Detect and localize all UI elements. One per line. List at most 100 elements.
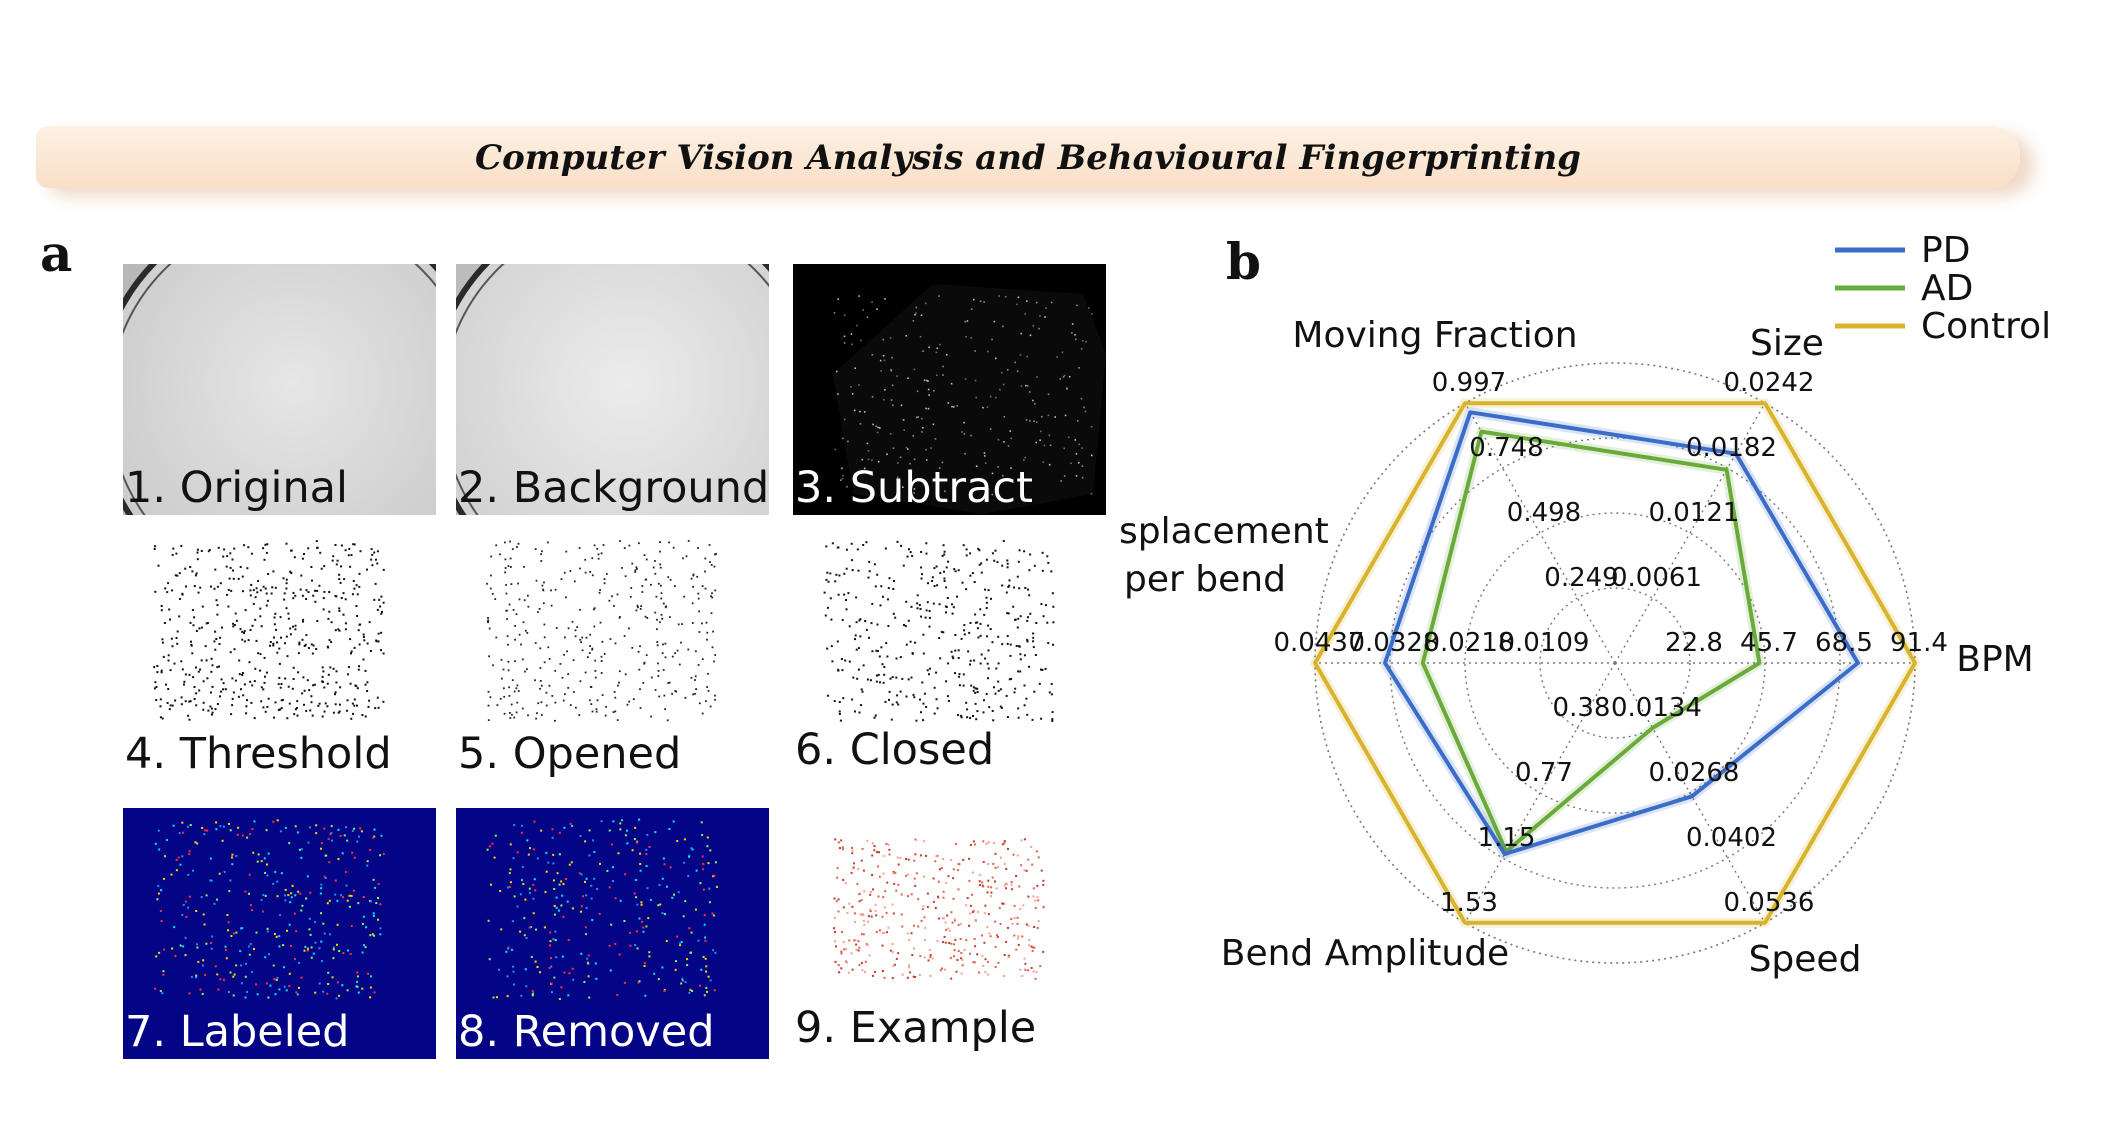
speck: [876, 308, 878, 310]
speck: [1051, 592, 1054, 595]
speck: [491, 593, 494, 595]
speck: [851, 698, 854, 701]
speck: [204, 974, 207, 977]
speck: [888, 853, 891, 856]
speck: [825, 578, 828, 581]
speck: [1056, 356, 1058, 358]
speck: [532, 883, 535, 886]
removed-image: [486, 818, 718, 1000]
speck: [255, 931, 258, 934]
speck: [940, 630, 943, 633]
speck: [660, 584, 662, 587]
speck: [330, 832, 333, 834]
speck: [858, 892, 861, 895]
speck: [850, 386, 852, 388]
speck: [489, 696, 492, 699]
speck: [579, 638, 582, 641]
speck: [376, 550, 379, 553]
speck: [246, 836, 249, 839]
speck: [706, 990, 708, 993]
speck: [999, 705, 1002, 708]
speck: [302, 618, 305, 621]
speck: [539, 971, 541, 974]
speck: [308, 928, 311, 931]
speck: [713, 989, 716, 992]
speck: [303, 689, 306, 692]
speck: [862, 544, 865, 546]
speck: [261, 910, 264, 913]
speck: [587, 962, 590, 965]
speck: [969, 912, 972, 915]
speck: [1007, 954, 1010, 957]
speck: [1074, 334, 1076, 336]
speck: [374, 886, 377, 889]
speck: [1026, 300, 1028, 302]
speck: [941, 461, 944, 464]
speck: [952, 406, 955, 408]
speck: [332, 946, 335, 949]
speck: [631, 562, 634, 565]
speck: [842, 848, 844, 851]
speck: [573, 580, 576, 583]
speck: [298, 848, 301, 851]
speck: [975, 621, 977, 624]
speck: [987, 841, 990, 844]
speck: [918, 604, 921, 606]
speck: [614, 642, 617, 645]
speck: [921, 431, 923, 433]
speck: [600, 820, 603, 823]
speck: [154, 681, 157, 684]
speck: [938, 868, 941, 871]
speck: [279, 914, 282, 917]
speck: [869, 893, 872, 896]
speck: [995, 667, 998, 670]
speck: [281, 698, 284, 701]
speck: [358, 643, 361, 646]
speck: [681, 979, 684, 982]
speck: [296, 993, 299, 996]
speck: [701, 622, 703, 625]
speck: [677, 623, 680, 626]
speck: [654, 572, 657, 575]
speck: [1017, 937, 1019, 940]
speck: [1006, 368, 1009, 371]
speck: [1007, 585, 1010, 588]
speck: [862, 933, 865, 936]
speck: [906, 932, 909, 935]
speck: [320, 883, 323, 886]
speck: [511, 679, 514, 681]
speck: [860, 859, 863, 862]
speck: [492, 664, 494, 667]
speck: [504, 571, 506, 574]
speck: [303, 703, 305, 706]
speck: [371, 933, 374, 936]
speck: [284, 899, 287, 902]
speck: [954, 842, 957, 845]
speck: [854, 939, 857, 942]
speck: [360, 830, 363, 833]
speck: [567, 939, 570, 941]
speck: [977, 636, 980, 639]
speck: [324, 854, 327, 857]
speck: [488, 627, 491, 630]
speck: [647, 917, 650, 920]
speck: [350, 554, 353, 557]
speck: [887, 587, 890, 589]
speck: [1016, 922, 1019, 925]
speck: [941, 967, 943, 970]
speck: [941, 554, 944, 557]
speck: [306, 875, 309, 878]
speck: [972, 961, 975, 964]
speck: [255, 639, 258, 642]
speck: [996, 934, 998, 937]
speck: [1032, 399, 1034, 402]
tile-label: 8. Removed: [458, 1007, 715, 1057]
speck: [867, 915, 870, 918]
speck: [290, 549, 293, 552]
speck: [208, 549, 211, 551]
speck: [936, 374, 938, 377]
speck: [160, 889, 163, 892]
speck: [924, 926, 927, 929]
speck: [1032, 887, 1035, 890]
speck: [492, 996, 495, 999]
